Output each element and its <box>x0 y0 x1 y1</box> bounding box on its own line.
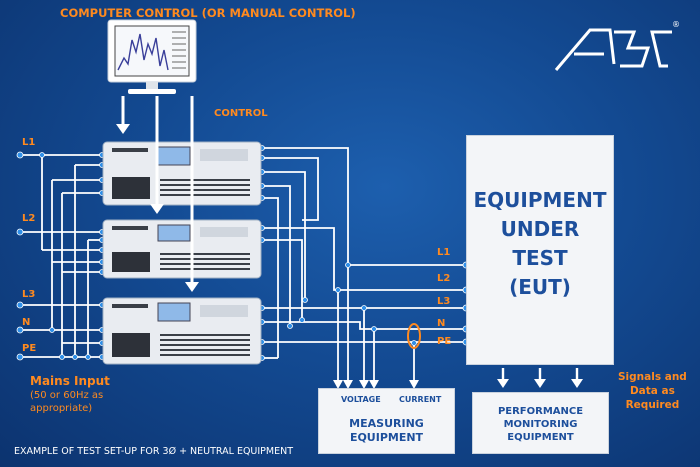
eut-label-l2: L2 <box>437 273 451 284</box>
signals-line3: Required <box>625 399 680 411</box>
eut-label-n: N <box>437 318 446 329</box>
performance-title-line3: EQUIPMENT <box>507 432 574 443</box>
performance-title-line1: PERFORMANCE <box>497 406 584 417</box>
aec-logo <box>554 28 672 71</box>
measuring-arrows <box>333 380 419 389</box>
performance-title-line2: MONITORING <box>503 419 578 430</box>
eut-box: EQUIPMENT UNDER TEST (EUT) <box>466 135 614 365</box>
mains-label-l2: L2 <box>22 213 36 224</box>
control-arrows <box>116 96 199 292</box>
control-label: CONTROL <box>214 108 268 119</box>
mains-input-title: Mains Input <box>30 374 110 388</box>
measuring-equipment-box: VOLTAGE CURRENT MEASURING EQUIPMENT <box>318 388 455 454</box>
mains-label-l3: L3 <box>22 289 36 300</box>
power-source-unit-1 <box>102 141 262 206</box>
eut-title-line4: (EUT) <box>509 275 571 299</box>
signals-line1: Signals and <box>618 371 687 383</box>
eut-title-line1: EQUIPMENT <box>473 188 607 212</box>
eut-label-l3: L3 <box>437 296 451 307</box>
power-source-unit-3 <box>102 297 262 365</box>
eut-title-line3: TEST <box>512 246 568 270</box>
computer-control-label: COMPUTER CONTROL (OR MANUAL CONTROL) <box>60 6 356 20</box>
power-source-units <box>102 141 262 365</box>
mains-input-sub1: (50 or 60Hz as <box>30 390 104 401</box>
mains-label-n: N <box>22 317 31 328</box>
performance-monitoring-box: PERFORMANCE MONITORING EQUIPMENT <box>472 392 609 454</box>
mains-label-l1: L1 <box>22 137 36 148</box>
eut-title-line2: UNDER <box>500 217 580 241</box>
logo-trademark: ® <box>672 20 680 29</box>
output-wires <box>262 147 466 383</box>
signals-label: Signals and Data as Required <box>618 370 687 412</box>
mains-input-sub2: appropriate) <box>30 403 93 414</box>
mains-wires <box>20 154 102 358</box>
signals-line2: Data as <box>629 385 675 397</box>
power-source-unit-2 <box>102 219 262 279</box>
voltage-label: VOLTAGE <box>341 395 381 404</box>
eut-label-l1: L1 <box>437 247 451 258</box>
monitor-icon <box>107 19 197 94</box>
eut-label-pe: PE <box>437 336 452 347</box>
measuring-title-line1: MEASURING <box>349 417 424 430</box>
measuring-title-line2: EQUIPMENT <box>349 431 424 444</box>
mains-label-pe: PE <box>22 343 37 354</box>
current-clamp-icon <box>407 323 421 349</box>
current-label: CURRENT <box>399 395 442 404</box>
signal-arrows <box>497 368 583 388</box>
footer-caption: EXAMPLE OF TEST SET-UP FOR 3Ø + NEUTRAL … <box>14 446 294 457</box>
